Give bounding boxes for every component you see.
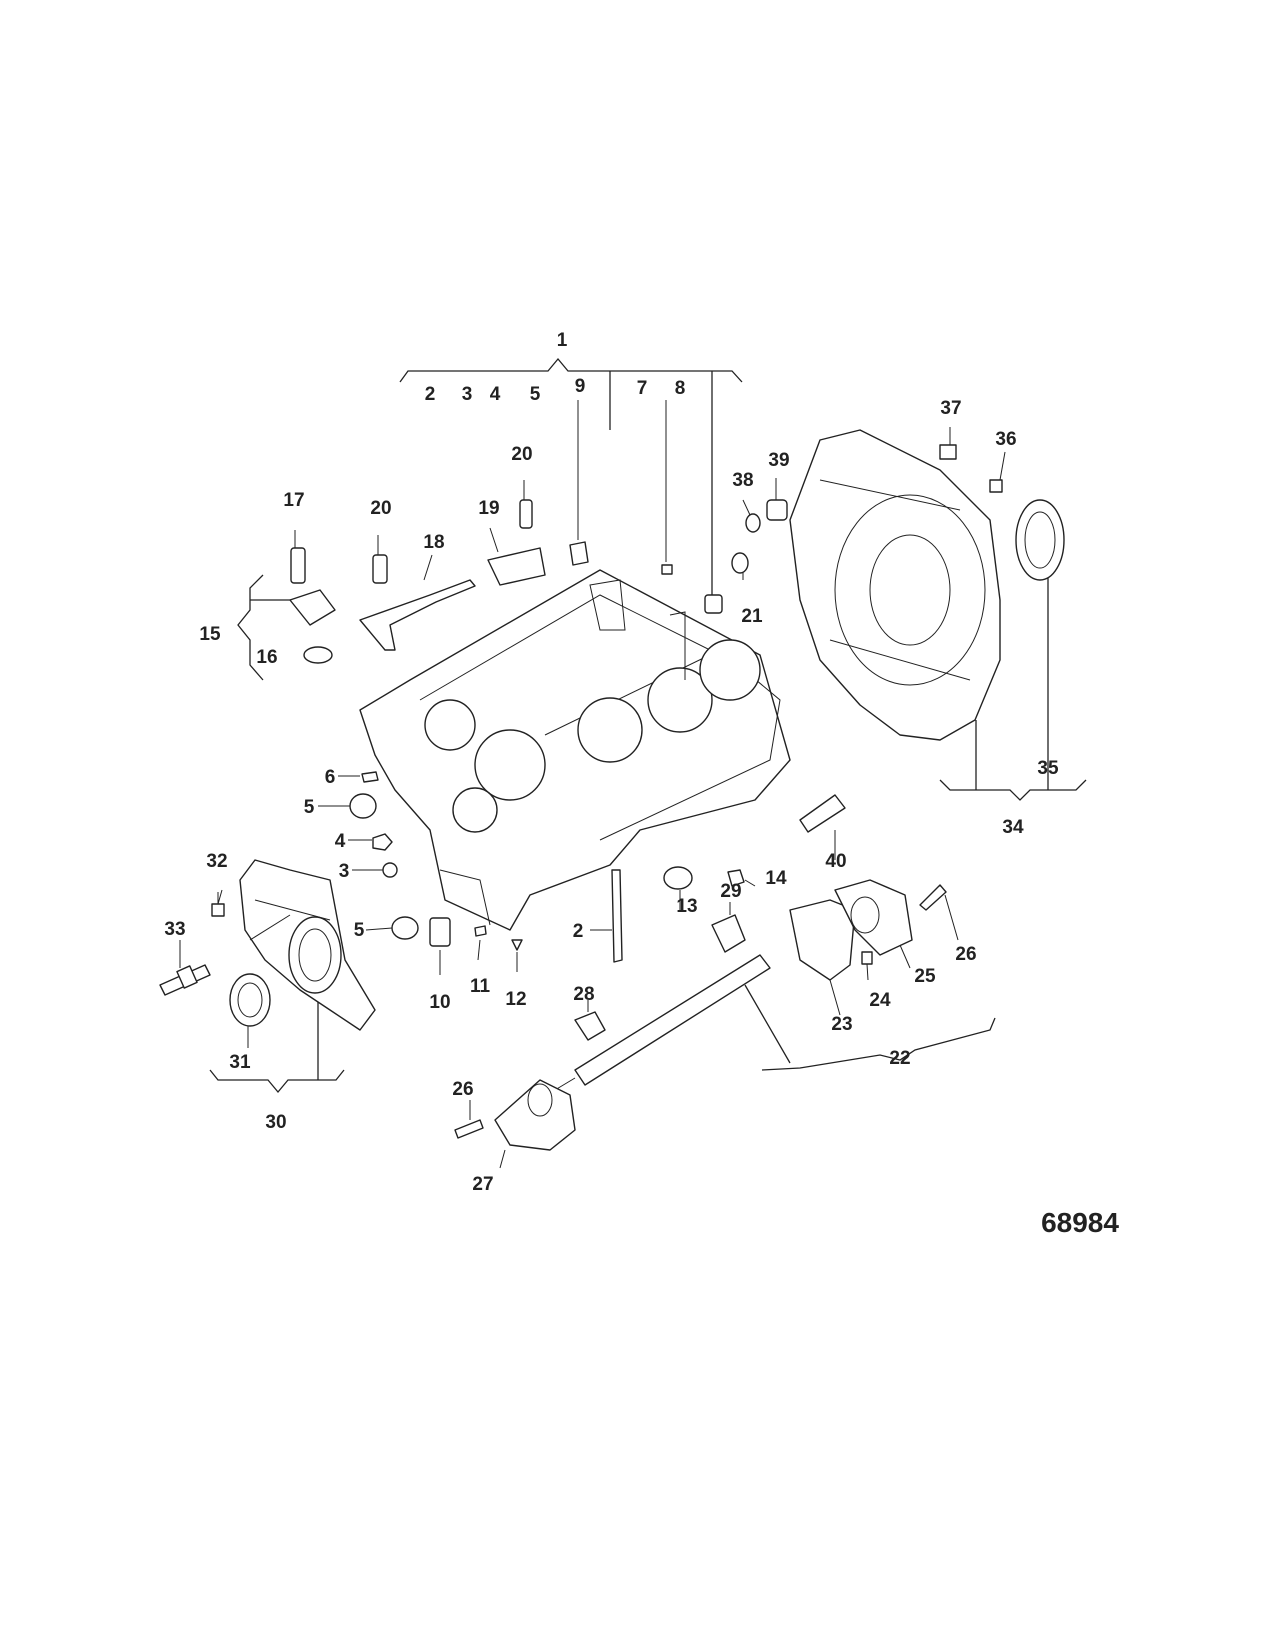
bolt-20-right [519,499,533,529]
callout-10: 10 [429,992,450,1013]
plug-5-top [349,793,377,819]
bolt-26-top [919,884,947,911]
callout-18: 18 [423,532,444,553]
stud-2 [611,869,623,963]
sealant-40 [799,794,846,833]
pin-6 [361,771,379,783]
leader-lines [179,400,1006,1169]
callout-7: 7 [637,378,648,399]
callout-9: 9 [575,376,586,397]
bolt-37 [939,444,957,460]
callout-36: 36 [995,429,1016,450]
plug-5-bottom [391,916,419,940]
shaft-22 [554,954,771,1091]
callout-14: 14 [765,868,787,889]
callout-30: 30 [265,1112,286,1133]
bushing-29 [711,914,746,953]
callout-2: 2 [425,384,436,405]
cylinder-block [359,569,791,931]
callout-16: 16 [256,647,277,668]
callout-15: 15 [199,624,221,645]
plug-38 [745,513,761,533]
bracket-18 [359,579,476,651]
callout-11: 11 [470,976,491,997]
gasket-13 [663,866,693,890]
callout-3: 3 [339,861,350,882]
callout-5: 5 [530,384,541,405]
callout-39: 39 [768,450,789,471]
part-19 [487,547,546,586]
callout-29: 29 [720,881,741,902]
callout-19: 19 [478,498,499,519]
callout-5: 5 [304,797,315,818]
oring-16 [303,646,333,664]
callout-35: 35 [1037,758,1059,779]
pump-25 [834,879,913,956]
callout-26: 26 [452,1079,473,1100]
plug-7 [704,594,723,614]
front-cover-30 [239,859,376,1031]
stud-33 [159,964,211,996]
callout-26: 26 [955,944,976,965]
callout-8: 8 [675,378,686,399]
plug-21 [731,552,749,574]
callout-6: 6 [325,767,336,788]
bolt-36 [989,479,1003,493]
plug-4 [372,833,393,851]
callout-17: 17 [283,490,304,511]
callout-24: 24 [869,990,891,1011]
part-10 [429,917,451,947]
diagram-number: 68984 [1041,1207,1119,1238]
callout-31: 31 [229,1052,251,1073]
callout-22: 22 [889,1048,910,1069]
bracket-34 [939,560,1087,801]
pump-23 [789,899,856,981]
bracket-22 [744,984,996,1071]
callout-4: 4 [335,831,346,852]
callout-25: 25 [914,966,936,987]
bolt-24 [861,951,873,965]
callout-37: 37 [940,398,961,419]
plug-39 [766,499,788,521]
callout-13: 13 [676,896,697,917]
bolt-32 [211,889,225,917]
callout-5: 5 [354,920,365,941]
callout-20: 20 [511,444,532,465]
callout-38: 38 [732,470,753,491]
callout-2: 2 [573,921,584,942]
part-12 [511,939,523,951]
callout-21: 21 [741,606,763,627]
callout-3: 3 [462,384,473,405]
callout-34: 34 [1002,817,1024,838]
seal-31 [229,973,271,1027]
callout-labels: 1 2 3 4 5 9 7 8 37 36 39 38 20 19 20 17 … [164,330,1059,1195]
part-11 [474,925,487,937]
sensor-17 [289,547,336,626]
callout-12: 12 [505,989,526,1010]
oil-seal-35 [1015,499,1065,581]
callout-4: 4 [490,384,501,405]
part-9 [569,541,589,566]
bracket-15 [237,574,295,681]
bolt-26-bottom [454,1119,484,1139]
callout-33: 33 [164,919,185,940]
callout-23: 23 [831,1014,852,1035]
callout-27: 27 [472,1174,493,1195]
plug-14 [727,869,745,887]
callout-32: 32 [206,851,227,872]
bushing-28 [574,1011,606,1041]
callout-20: 20 [370,498,391,519]
callout-40: 40 [825,851,846,872]
bracket-1 [399,357,743,600]
bolt-20-left [372,554,388,584]
callout-1: 1 [557,330,568,351]
plug-3 [382,862,398,878]
callout-28: 28 [573,984,594,1005]
rear-plate-34 [789,429,1001,741]
part-8 [661,564,673,575]
housing-27 [494,1079,576,1151]
